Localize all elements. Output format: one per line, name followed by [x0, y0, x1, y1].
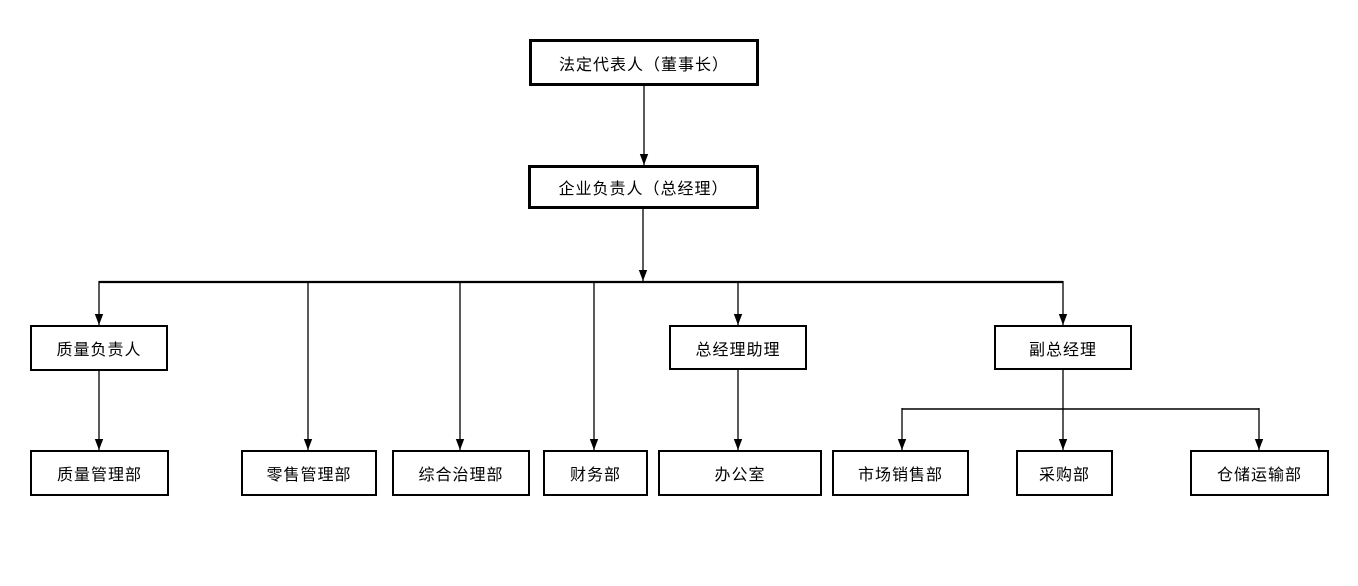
node-quality-director: 质量负责人 [30, 325, 168, 371]
node-gm-assistant: 总经理助理 [669, 325, 807, 370]
node-general-manager: 企业负责人（总经理） [528, 165, 759, 209]
node-comprehensive-governance-dept: 综合治理部 [392, 450, 530, 496]
node-office: 办公室 [658, 450, 822, 496]
node-marketing-sales-dept: 市场销售部 [832, 450, 969, 496]
node-deputy-gm: 副总经理 [994, 325, 1132, 370]
node-retail-management-dept: 零售管理部 [241, 450, 377, 496]
node-purchasing-dept: 采购部 [1016, 450, 1113, 496]
node-chairman: 法定代表人（董事长） [529, 39, 759, 86]
node-quality-management-dept: 质量管理部 [30, 450, 169, 496]
node-warehouse-transport-dept: 仓储运输部 [1190, 450, 1329, 496]
node-finance-dept: 财务部 [543, 450, 648, 496]
